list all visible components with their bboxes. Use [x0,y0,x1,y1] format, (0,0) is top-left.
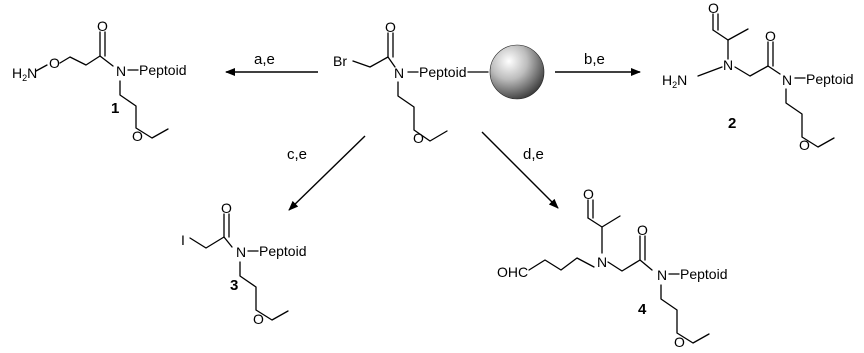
compound-3: I O N Peptoid O 3 [181,200,306,327]
peptoid-label: Peptoid [419,64,466,80]
reagent-label-be: b,e [584,51,605,68]
carbonyl-oxygen: O [385,19,396,35]
reaction-arrows: a,e b,e c,e d,e [225,51,641,211]
compound-number-2: 2 [728,115,736,132]
resin-bead [489,44,545,100]
compound-number-1: 1 [111,100,119,117]
aldehyde-group: OHC [497,264,528,280]
hydrazine-nitrogen: N [723,57,733,73]
amide-nitrogen: N [116,63,126,79]
acetyl-oxygen: O [583,186,594,202]
compound-4: OHC O N O N Peptoid O 4 [497,186,727,350]
acetyl-oxygen: O [708,0,719,16]
amide-nitrogen: N [394,65,404,81]
amino-group: H2N [12,65,37,83]
compound-number-4: 4 [638,301,647,318]
carbonyl-oxygen: O [765,28,776,44]
iodine-atom: I [181,232,185,248]
amino-group: H2N [662,72,687,90]
amide-nitrogen: N [236,244,246,260]
arrow-to-4 [481,131,559,209]
ether-oxygen: O [674,334,685,350]
amide-nitrogen: N [782,72,792,88]
ether-oxygen: O [132,128,143,144]
peptoid-label: Peptoid [139,62,186,78]
amide-nitrogen: N [657,267,667,283]
reagent-label-ae: a,e [254,51,275,68]
peptoid-label: Peptoid [259,243,306,259]
compound-number-3: 3 [230,277,238,294]
ether-oxygen: O [413,130,424,146]
reagent-label-de: d,e [523,146,544,163]
reagent-label-ce: c,e [287,146,307,163]
aminooxy-oxygen: O [49,55,60,71]
carbonyl-oxygen: O [637,222,648,238]
ether-oxygen: O [253,311,264,327]
ether-oxygen: O [799,137,810,153]
arrow-to-3 [288,135,366,211]
carbonyl-oxygen: O [221,200,232,216]
peptoid-label: Peptoid [680,266,727,282]
compound-1: H2N O O N Peptoid O 1 [12,18,186,144]
peptoid-label: Peptoid [806,71,853,87]
tertiary-nitrogen: N [597,254,607,270]
bromine-atom: Br [333,53,347,69]
starting-material: Br O N Peptoid O [333,19,545,146]
carbonyl-oxygen: O [97,18,108,34]
compound-2: O N H2N O N Peptoid O 2 [662,0,853,153]
